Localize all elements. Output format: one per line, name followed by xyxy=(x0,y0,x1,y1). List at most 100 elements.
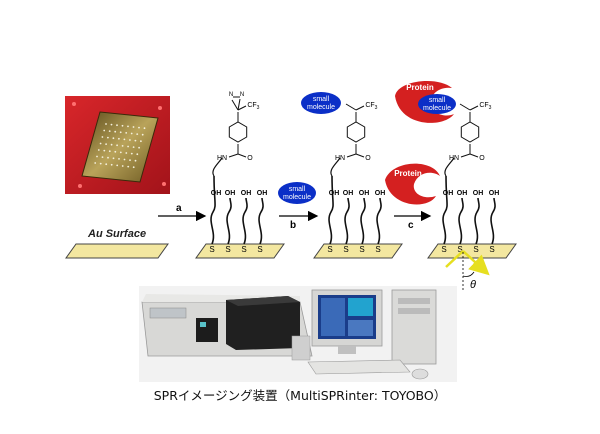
chip-spot xyxy=(140,140,142,143)
spr-instrument-photo xyxy=(139,286,457,382)
cf3-bond xyxy=(469,105,479,111)
amide-bond xyxy=(346,153,357,158)
amide-nh-label: HN xyxy=(335,155,345,162)
sulfur-label: S xyxy=(375,245,380,254)
chip-spot xyxy=(94,162,97,164)
chip-spot xyxy=(116,164,119,167)
cf3-subscript: 3 xyxy=(375,105,378,111)
hydroxyl-label: OH xyxy=(457,190,468,197)
chip-spot xyxy=(127,125,129,128)
chip-spot xyxy=(110,143,113,146)
chip-spot xyxy=(130,152,133,155)
linker-chain xyxy=(458,197,464,245)
chip-spot xyxy=(103,129,106,132)
chip-spot xyxy=(97,149,100,151)
chip-spot xyxy=(134,159,137,162)
linker-chain-top xyxy=(330,157,341,177)
chip-spot xyxy=(114,130,117,133)
chip-spot-array xyxy=(94,123,146,169)
protein-complex-bound: Protein small molecule xyxy=(395,81,456,123)
carbonyl-bond xyxy=(469,153,479,158)
chip-spot xyxy=(125,132,128,134)
chip-spot xyxy=(129,139,131,141)
amide-nh-label: HN xyxy=(449,155,459,162)
step-b-arrow: b xyxy=(279,210,319,231)
benzene-ring xyxy=(460,121,480,143)
benzene-ring xyxy=(346,121,366,143)
sulfur-label: S xyxy=(225,245,230,254)
chip-spot xyxy=(119,151,122,154)
sulfur-label: S xyxy=(489,245,494,254)
sulfur-label: S xyxy=(343,245,348,254)
linker-chain xyxy=(360,197,366,245)
diazirine-bond xyxy=(237,98,241,111)
hydroxyl-label: OH xyxy=(211,190,222,197)
step-c-label: c xyxy=(408,220,414,231)
sensor-chip-photo xyxy=(65,96,170,194)
gold-plate xyxy=(195,243,285,259)
chip-spot xyxy=(116,144,118,147)
linker-chain xyxy=(344,197,350,245)
chip-spot xyxy=(110,163,113,166)
chip-spot xyxy=(121,145,124,147)
gold-plate xyxy=(427,243,517,259)
chip-spot xyxy=(103,149,106,152)
instrument-caption: SPRイメージング装置（MultiSPRinter: TOYOBO） xyxy=(153,388,447,403)
small-molecule-free-label-1: small xyxy=(289,186,306,193)
attachment-bond xyxy=(459,103,471,111)
linker-chain xyxy=(226,197,232,245)
chip-spot xyxy=(101,136,104,138)
linker-chain xyxy=(490,197,496,245)
au-surface-label: Au Surface xyxy=(87,228,146,240)
small-molecule-bound-3-label-2: molecule xyxy=(423,105,451,112)
linker-chain-top xyxy=(212,157,223,177)
chip-spot xyxy=(121,165,124,167)
carbonyl-bond xyxy=(237,153,247,158)
protein-bound-label: Protein xyxy=(406,83,434,92)
amide-bond xyxy=(460,153,471,158)
small-molecule-bound-3-label-1: small xyxy=(429,97,446,104)
hydroxyl-label: OH xyxy=(241,190,252,197)
linker-chain xyxy=(376,197,382,245)
chip-spot xyxy=(108,130,111,133)
hydroxyl-label: OH xyxy=(489,190,500,197)
chip-spot xyxy=(129,159,131,162)
hydroxyl-label: OH xyxy=(343,190,354,197)
small-molecule-bound-2-label-1: small xyxy=(313,96,330,103)
chip-spot xyxy=(143,127,146,130)
sulfur-label: S xyxy=(441,245,446,254)
chip-spot xyxy=(99,162,102,165)
cf3-bond xyxy=(237,105,247,111)
chip-spot xyxy=(105,143,107,146)
chip-spot xyxy=(127,165,130,168)
sulfur-label: S xyxy=(257,245,262,254)
step-a-arrow: a xyxy=(158,203,207,222)
linker-chain-top xyxy=(444,157,455,177)
cf3-subscript: 3 xyxy=(489,105,492,111)
linker-chain xyxy=(442,175,448,245)
amide-nh-label: HN xyxy=(217,155,227,162)
benzene-ring xyxy=(228,121,248,143)
spr-light-beam: θ xyxy=(445,250,490,292)
chip-spot xyxy=(112,137,115,140)
chip-spot xyxy=(127,145,129,148)
chip-spot xyxy=(116,124,118,127)
linker-chain xyxy=(474,197,480,245)
hydroxyl-label: OH xyxy=(257,190,268,197)
chip-spot xyxy=(101,156,104,159)
chip-spot xyxy=(108,150,111,153)
small-molecule-bound-2: small molecule xyxy=(301,92,341,114)
chip-spot xyxy=(123,158,126,161)
sulfur-label: S xyxy=(327,245,332,254)
protein-free: Protein xyxy=(385,163,440,205)
step-a-label: a xyxy=(176,203,182,214)
oxygen-label: O xyxy=(479,155,485,162)
hydroxyl-label: OH xyxy=(473,190,484,197)
linker-chain xyxy=(242,197,248,245)
hydroxyl-label: OH xyxy=(375,190,386,197)
cf3-label: CF xyxy=(365,102,374,109)
chip-spot xyxy=(134,139,137,142)
chip-spot xyxy=(119,131,122,134)
